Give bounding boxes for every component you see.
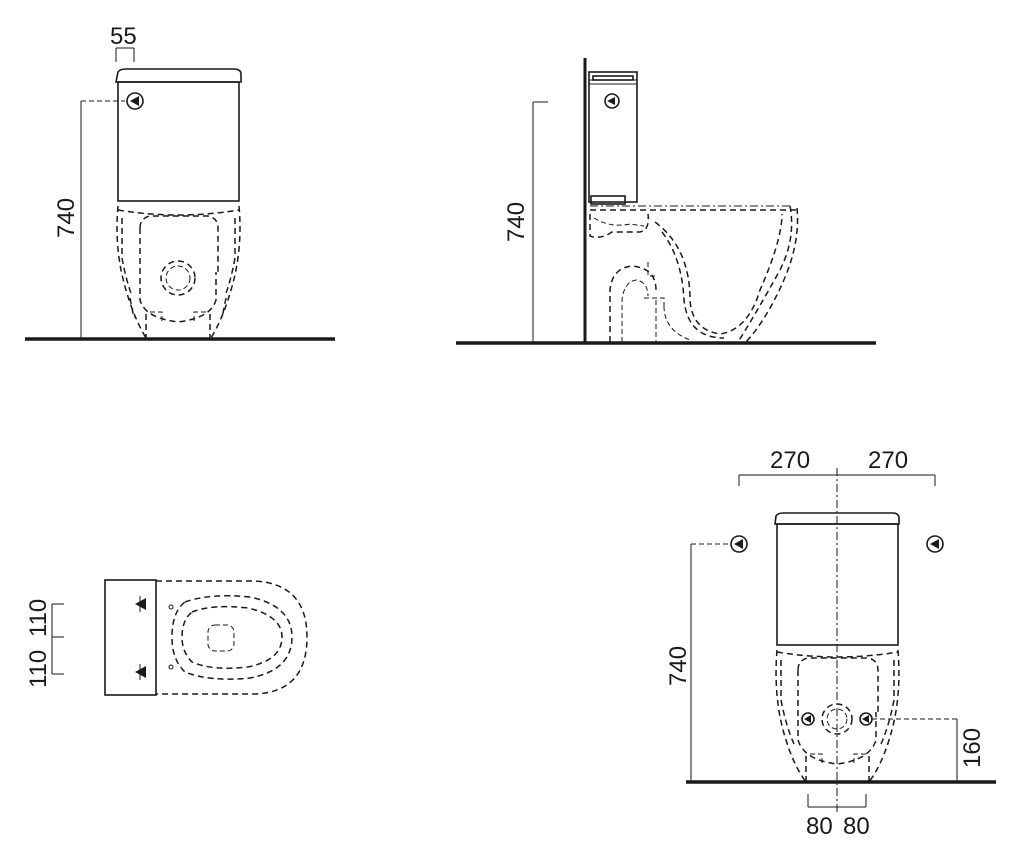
dim-rear-bottom-left: 80 xyxy=(806,813,833,840)
dim-front-top: 55 xyxy=(110,23,137,50)
side-view: 740 xyxy=(456,58,876,345)
bowl-outline xyxy=(775,649,807,783)
dim-rear-right: 270 xyxy=(868,447,908,474)
outlet-marker-icon xyxy=(801,712,815,726)
water-inlet-icon xyxy=(126,92,144,110)
rear-view: 270 270 740 160 xyxy=(665,447,996,840)
bowl-outline xyxy=(116,205,147,339)
cistern-body xyxy=(117,81,240,202)
dim-rear-height: 740 xyxy=(665,646,692,686)
water-inlet-icon xyxy=(730,535,748,553)
dim-rear-left: 270 xyxy=(770,447,810,474)
water-inlet-icon xyxy=(604,93,620,109)
dim-top-lower: 110 xyxy=(25,650,52,688)
cistern-plan xyxy=(104,579,157,696)
bowl-outline xyxy=(737,205,793,343)
front-view: 55 740 xyxy=(25,23,335,341)
cistern-lid xyxy=(774,512,900,525)
cistern-body xyxy=(776,523,899,646)
dim-rear-outlet-height: 160 xyxy=(959,728,986,768)
outlet-marker-icon xyxy=(859,712,873,726)
water-inlet-icon xyxy=(135,664,146,680)
cistern-body xyxy=(588,71,638,203)
water-inlet-icon xyxy=(135,596,146,612)
water-inlet-icon xyxy=(926,535,944,553)
dim-side-height: 740 xyxy=(503,202,530,242)
bowl-plan-outline xyxy=(156,580,308,695)
cistern-lid xyxy=(115,68,242,83)
dim-top-upper: 110 xyxy=(25,599,52,637)
dim-front-height: 740 xyxy=(53,198,80,238)
dim-rear-bottom-right: 80 xyxy=(843,813,870,840)
top-view: 110 110 xyxy=(25,579,308,696)
